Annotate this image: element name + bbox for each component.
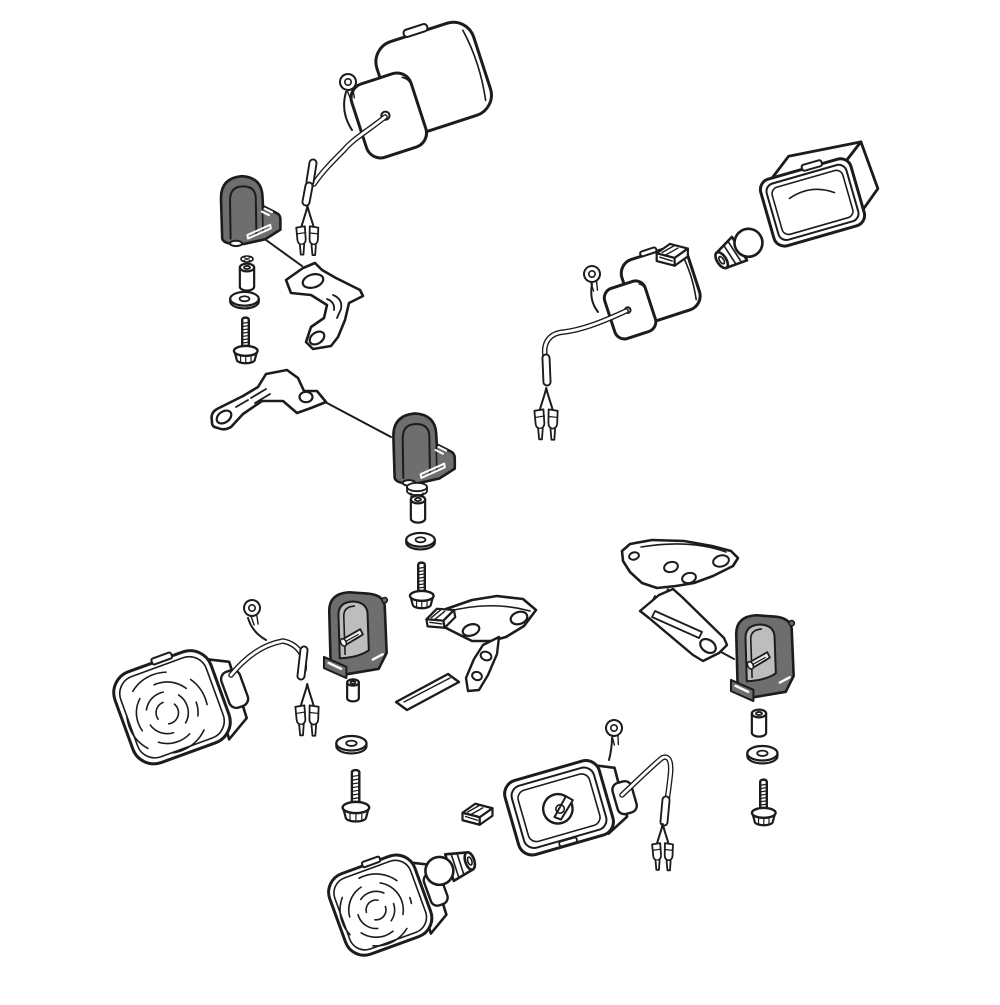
spacer-collar-2 <box>410 495 426 524</box>
stud-cap <box>407 483 427 499</box>
wire-harness-top <box>295 71 385 256</box>
flange-bolt-1 <box>233 316 259 364</box>
lamp-front-housing <box>752 134 888 250</box>
lamp-body-rear-right <box>592 237 708 343</box>
flat-washer-1 <box>229 291 260 310</box>
lamp-lens-lower-left <box>104 631 261 773</box>
flange-bolt-4 <box>751 778 777 826</box>
spacer-collar-4 <box>751 709 767 738</box>
rubber-mount-closed-center <box>392 412 456 487</box>
mount-stud <box>241 256 253 262</box>
bracket-middle <box>212 370 326 429</box>
rubber-mount-open-left <box>323 591 389 679</box>
flat-washer-3 <box>335 735 368 755</box>
bracket-center <box>396 596 536 710</box>
bulb-top <box>705 220 773 278</box>
flange-bolt-2 <box>409 561 435 609</box>
clip-nut-bottom <box>461 802 494 826</box>
wire-harness-right <box>533 263 626 441</box>
wire-harness-bottom <box>603 717 674 872</box>
lamp-body-rear-top <box>334 9 502 163</box>
flat-washer-2 <box>405 532 436 551</box>
flat-washer-4 <box>746 745 779 765</box>
spacer-collar-1 <box>239 263 255 292</box>
spacer-collar-3 <box>346 678 360 702</box>
wire-harness-lower-left <box>231 597 320 737</box>
lamp-open-housing <box>500 748 644 860</box>
bulb-bottom <box>420 845 480 890</box>
rubber-mount-open-right <box>730 614 796 702</box>
bracket-upper <box>286 263 363 349</box>
rubber-mount-closed-left <box>220 175 282 247</box>
flange-bolt-3 <box>341 769 370 823</box>
bracket-right <box>622 540 738 661</box>
